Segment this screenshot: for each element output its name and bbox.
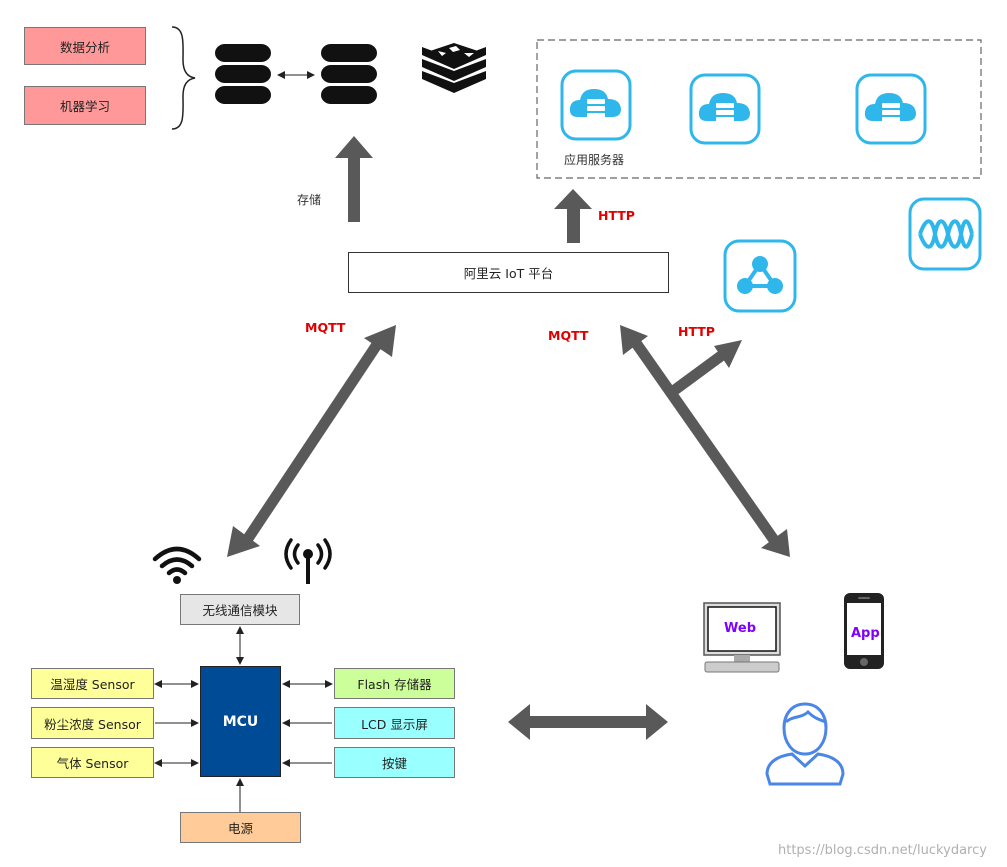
watermark: https://blog.csdn.net/luckydarcy: [778, 843, 987, 858]
mqtt-label-right: MQTT: [548, 328, 589, 343]
wifi-icon: [152, 546, 202, 584]
analytics-label: 数据分析: [59, 39, 110, 55]
sensor-box-dust: 粉尘浓度 Sensor: [31, 707, 154, 739]
power-label: 电源: [227, 821, 253, 836]
http-branch-arrow: [668, 340, 742, 397]
storage-label: 存储: [297, 193, 322, 207]
mcu-label: MCU: [222, 713, 259, 730]
app-server-group: [536, 39, 982, 179]
flash-label: Flash 存储器: [357, 677, 432, 692]
power-box: 电源: [180, 812, 301, 843]
storage-arrow: [335, 136, 373, 222]
http-label-right: HTTP: [678, 324, 715, 339]
device-user-arrow: [508, 704, 668, 740]
antenna-icon: [284, 538, 332, 584]
sensor-box-humidity: 温湿度 Sensor: [31, 668, 154, 699]
wireless-module-box: 无线通信模块: [180, 594, 300, 625]
sensor-label: 粉尘浓度 Sensor: [44, 716, 141, 732]
mqtt-label-left: MQTT: [305, 320, 346, 335]
mcu-box: MCU: [200, 666, 281, 777]
analytics-label: 机器学习: [59, 99, 110, 114]
analytics-box-data: 数据分析: [24, 27, 146, 65]
key-label: 按键: [381, 756, 407, 771]
mqtt-left-arrow: [227, 325, 396, 557]
curly-brace: [171, 26, 196, 130]
database-icon: [321, 44, 377, 104]
monitor-icon: [703, 602, 781, 673]
phone-icon: [844, 593, 884, 669]
lcd-box: LCD 显示屏: [334, 707, 455, 739]
http-up-arrow: [554, 189, 592, 243]
flash-box: Flash 存储器: [334, 668, 455, 699]
redis-icon: [422, 43, 486, 93]
sensor-label: 气体 Sensor: [56, 756, 129, 771]
cloud-server-icon: [560, 69, 632, 141]
wave-icon: [908, 197, 982, 271]
share-node-icon: [723, 239, 797, 313]
sensor-box-gas: 气体 Sensor: [31, 747, 154, 778]
mqtt-right-arrow: [620, 325, 790, 557]
key-box: 按键: [334, 747, 455, 778]
database-icon: [215, 44, 271, 104]
lcd-label: LCD 显示屏: [361, 716, 428, 732]
app-server-label: 应用服务器: [564, 153, 625, 167]
user-icon: [765, 702, 845, 786]
wireless-module-label: 无线通信模块: [202, 603, 278, 618]
iot-platform-label: 阿里云 IoT 平台: [463, 266, 554, 281]
http-label-top: HTTP: [598, 208, 635, 223]
iot-platform-box: 阿里云 IoT 平台: [348, 252, 669, 293]
app-label: App: [851, 626, 880, 641]
sensor-label: 温湿度 Sensor: [50, 677, 135, 692]
web-label: Web: [724, 621, 756, 636]
cloud-server-icon: [855, 73, 927, 145]
cloud-server-icon: [689, 73, 761, 145]
analytics-box-ml: 机器学习: [24, 86, 146, 125]
